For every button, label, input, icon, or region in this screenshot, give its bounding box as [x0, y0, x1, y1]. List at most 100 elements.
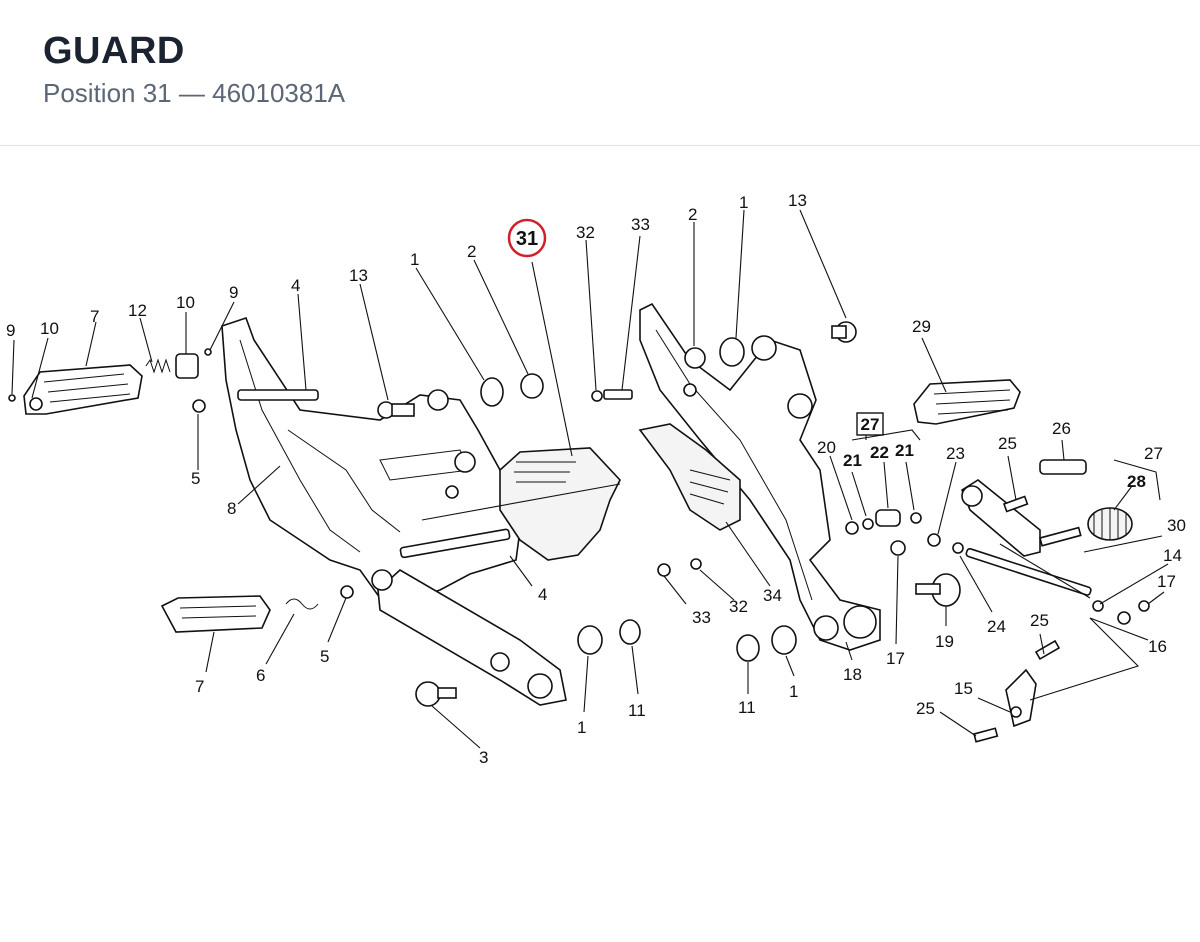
page-header: GUARD Position 31 — 46010381A — [0, 0, 1200, 146]
callout-26: 26 — [1052, 419, 1071, 438]
callout-31-highlighted[interactable]: 31 — [507, 218, 547, 258]
screw-33-top — [603, 389, 633, 400]
callout-19: 19 — [935, 632, 954, 651]
callout-9: 9 — [6, 321, 15, 340]
bolt-4-upper — [237, 389, 319, 401]
pin-9 — [204, 348, 212, 356]
callout-34: 34 — [763, 586, 782, 605]
callout-22: 22 — [870, 443, 889, 462]
separator: — — [178, 78, 205, 108]
callout-21: 21 — [843, 451, 862, 470]
nut-13-body — [391, 403, 415, 417]
washer-32-lower — [690, 558, 702, 570]
washer-11-right — [736, 634, 760, 662]
callout-32: 32 — [576, 223, 595, 242]
callout-11: 11 — [628, 701, 646, 720]
callout-9: 9 — [229, 283, 238, 302]
callout-10: 10 — [176, 293, 195, 312]
callout-25: 25 — [916, 699, 935, 718]
guard-fixing-line — [421, 483, 621, 521]
washer-16 — [1117, 611, 1131, 625]
callout-2: 2 — [688, 205, 697, 224]
callout-13: 13 — [788, 191, 807, 210]
callout-5: 5 — [191, 469, 200, 488]
callout-30: 30 — [1167, 516, 1186, 535]
callout-23: 23 — [946, 444, 965, 463]
brake-lever-assembly — [961, 479, 1082, 557]
callout-25: 25 — [998, 434, 1017, 453]
callout-15: 15 — [954, 679, 973, 698]
callout-33: 33 — [692, 608, 711, 627]
screw-33-lower — [657, 563, 671, 577]
callout-16: 16 — [1148, 637, 1167, 656]
nut-13-right-body — [831, 325, 847, 339]
callout-17: 17 — [1157, 572, 1176, 591]
leader-lines — [11, 209, 1169, 749]
nut-17 — [890, 540, 906, 556]
heel-guard-31 — [499, 447, 621, 561]
callout-10: 10 — [40, 319, 59, 338]
ring-21-a — [862, 518, 874, 530]
nut-17-right — [1138, 600, 1150, 612]
callout-28: 28 — [1127, 472, 1146, 491]
bolt-26 — [1039, 459, 1087, 475]
pin-19-shaft — [915, 583, 941, 595]
callout-8: 8 — [227, 499, 236, 518]
left-hanger-bracket — [221, 316, 567, 706]
callout-7: 7 — [90, 307, 99, 326]
callout-4: 4 — [538, 585, 547, 604]
exploded-parts-diagram: 9 10 7 12 10 9 4 13 1 2 31 32 33 2 1 13 … — [0, 146, 1200, 937]
rubber-28 — [1087, 507, 1133, 541]
washer-20 — [845, 521, 859, 535]
callout-3: 3 — [479, 748, 488, 767]
callout-33: 33 — [631, 215, 650, 234]
callout-27-boxed: 27 — [856, 412, 884, 436]
callout-1: 1 — [577, 718, 586, 737]
rod-30 — [965, 547, 1092, 596]
callout-29: 29 — [912, 317, 931, 336]
spring-6 — [285, 598, 319, 610]
callout-27: 27 — [1144, 444, 1163, 463]
callout-1: 1 — [739, 193, 748, 212]
washer-5-upper — [192, 399, 206, 413]
washer-32-top — [591, 390, 603, 402]
callout-13: 13 — [349, 266, 368, 285]
screw-25-upper — [1002, 495, 1029, 513]
callout-31: 31 — [516, 228, 538, 250]
washer-11-left — [619, 619, 641, 645]
part-number: 46010381A — [212, 78, 346, 108]
footpeg-left-lower — [160, 595, 271, 633]
bushing-1-lower-left — [577, 625, 603, 655]
callout-32: 32 — [729, 597, 748, 616]
detent-10 — [175, 353, 199, 379]
ring-21-b — [910, 512, 922, 524]
link-15 — [1005, 668, 1037, 728]
bushing-22 — [875, 509, 901, 527]
callout-20: 20 — [817, 438, 836, 457]
footpeg-right-upper — [913, 379, 1021, 425]
bolt-23 — [927, 533, 941, 547]
bushing-1-right — [719, 337, 745, 367]
right-hanger-bracket — [639, 302, 881, 651]
callout-1: 1 — [789, 682, 798, 701]
callout-12: 12 — [128, 301, 147, 320]
spring-12 — [145, 358, 171, 374]
page-title: GUARD — [43, 30, 185, 72]
position-label: Position 31 — [43, 78, 172, 108]
bushing-1-left — [480, 377, 504, 407]
bushing-1-lower-right — [771, 625, 797, 655]
screw-25-mid — [1034, 639, 1061, 661]
page-subtitle: Position 31 — 46010381A — [43, 78, 345, 109]
screw-25-lower — [973, 727, 999, 743]
washer-5-lower — [340, 585, 354, 599]
callout-1: 1 — [410, 250, 419, 269]
callout-2: 2 — [467, 242, 476, 261]
callout-24: 24 — [987, 617, 1006, 636]
callout-5: 5 — [320, 647, 329, 666]
pin-9-left — [8, 394, 16, 402]
washer-2-left — [520, 373, 544, 399]
callout-labels: 9 10 7 12 10 9 4 13 1 2 31 32 33 2 1 13 … — [6, 191, 1186, 767]
washer-24 — [952, 542, 964, 554]
bolt-3 — [415, 681, 457, 707]
callout-4: 4 — [291, 276, 300, 295]
